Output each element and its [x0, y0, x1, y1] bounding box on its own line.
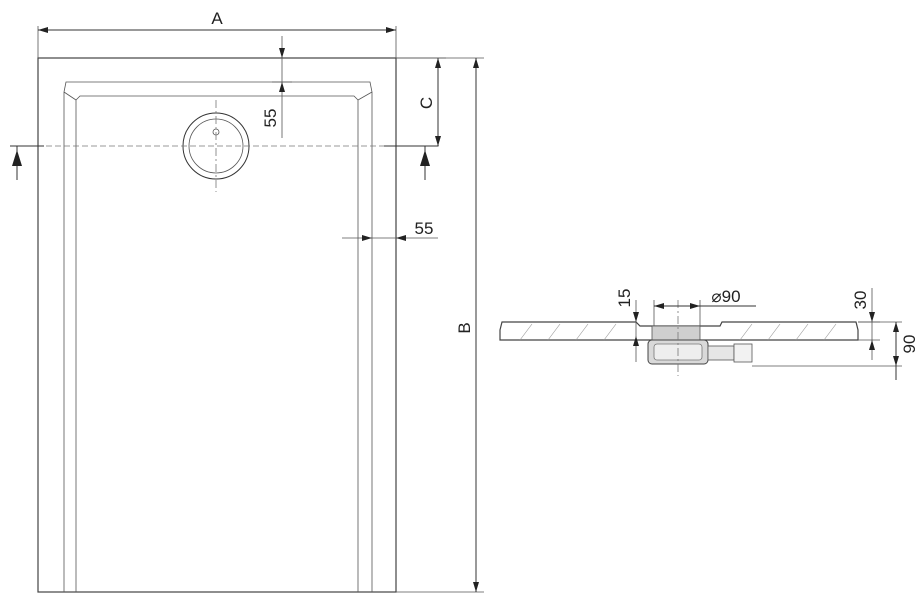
dim-total-height-label: 90	[900, 335, 919, 354]
section-view	[499, 300, 859, 376]
hatch-6	[767, 323, 781, 341]
dim-55-top-arrow-1	[279, 48, 285, 58]
dim-tray-height-label: 30	[851, 291, 870, 310]
basin-line	[75, 95, 359, 592]
hatch-1	[519, 323, 533, 341]
dim-top-rim-label: 55	[261, 109, 280, 128]
hatch-2	[547, 323, 561, 341]
dim-dia-arrow-right	[690, 303, 700, 309]
dim-b-arrow-bottom	[473, 582, 479, 592]
dim-edge-label: 15	[615, 289, 634, 308]
dim-c-label: C	[417, 97, 436, 109]
drain-flange	[651, 325, 701, 341]
dim-15-arrow-bottom	[633, 336, 639, 346]
section-arrow-left	[12, 150, 22, 166]
dimension-c: C	[396, 57, 446, 146]
dim-side-rim-label: 55	[415, 219, 434, 238]
dim-a-label: A	[211, 9, 223, 28]
dim-b-arrow-top	[473, 58, 479, 68]
dim-a-arrow-right	[386, 27, 396, 33]
dim-15-arrow-top	[633, 312, 639, 322]
dimension-side-rim: 55	[342, 219, 438, 241]
dimension-b: B	[396, 57, 484, 593]
rim-corner-left	[63, 91, 77, 101]
dim-55-side-arrow-1	[362, 235, 372, 241]
drain-outlet	[707, 345, 735, 361]
dim-diameter-label: ⌀90	[711, 287, 740, 306]
dim-dia-arrow-left	[654, 303, 664, 309]
dim-90-arrow-top	[893, 322, 899, 332]
tray-outline	[37, 57, 397, 593]
section-hatching	[519, 323, 837, 341]
dim-55-side-arrow-2	[396, 235, 406, 241]
hatch-3	[575, 323, 589, 341]
rim-corner-right	[357, 91, 373, 101]
plan-view	[10, 57, 440, 593]
hatch-5	[739, 323, 753, 341]
hatch-8	[823, 323, 837, 341]
dimension-a: A	[37, 9, 397, 58]
section-arrow-right	[420, 150, 430, 166]
dim-30-arrow-top	[869, 312, 875, 322]
dim-a-arrow-left	[38, 27, 48, 33]
dim-c-arrow-top	[435, 58, 441, 68]
dimension-total-height: 90	[752, 321, 919, 380]
dimension-diameter: ⌀90	[653, 287, 756, 326]
dimension-top-rim: 55	[261, 36, 292, 138]
dimension-edge: 15	[615, 289, 639, 362]
dim-c-arrow-bottom	[435, 136, 441, 146]
rim-outer-line	[63, 81, 373, 592]
hatch-4	[603, 323, 617, 341]
dim-30-arrow-bottom	[869, 340, 875, 350]
dim-b-label: B	[455, 322, 474, 333]
drain-outlet-cap	[733, 343, 753, 363]
hatch-7	[795, 323, 809, 341]
dim-55-top-arrow-2	[279, 82, 285, 92]
dim-90-arrow-bottom	[893, 356, 899, 366]
